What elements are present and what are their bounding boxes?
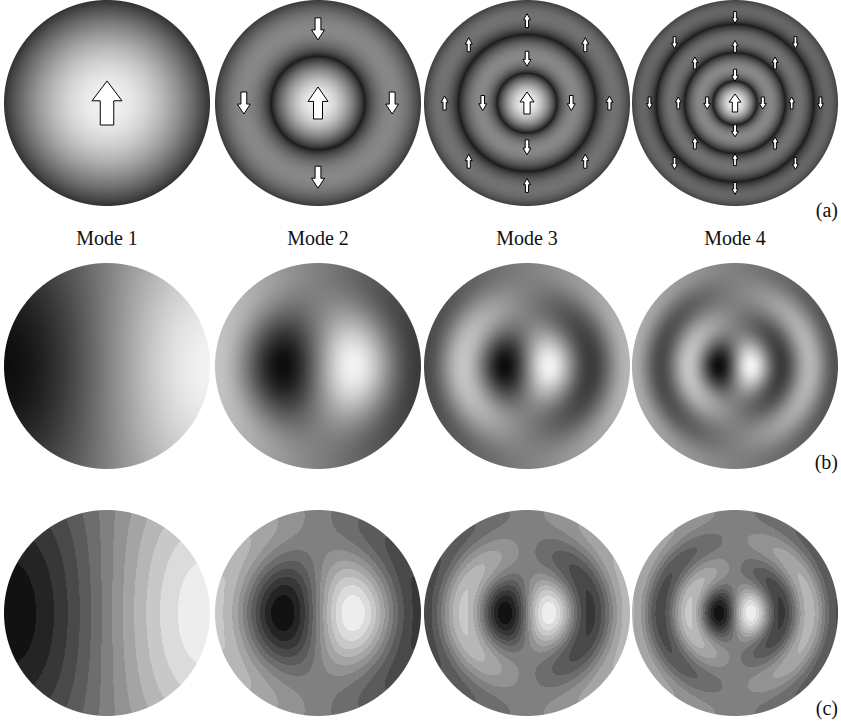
displacement-arrow	[237, 92, 250, 114]
displacement-arrow	[672, 37, 678, 49]
displacement-arrow	[732, 69, 739, 81]
displacement-arrow	[465, 38, 472, 52]
mode-disc	[215, 263, 421, 469]
displacement-arrow	[312, 18, 325, 40]
panel-label: (b)	[815, 451, 838, 473]
displacement-arrow	[465, 154, 472, 168]
displacement-arrow	[692, 57, 698, 69]
mode-disc	[632, 0, 838, 206]
displacement-arrow	[692, 137, 698, 149]
displacement-arrow	[792, 37, 798, 49]
mode-disc	[632, 510, 838, 716]
displacement-arrow	[523, 140, 531, 155]
mode-disc	[424, 0, 630, 206]
displacement-arrow	[606, 96, 613, 110]
displacement-arrow	[732, 182, 738, 194]
displacement-arrow	[524, 178, 531, 192]
displacement-arrow	[524, 14, 531, 28]
displacement-arrow	[92, 81, 122, 125]
mode-label: Mode 1	[76, 227, 138, 249]
displacement-arrow	[647, 97, 653, 109]
displacement-arrow	[789, 97, 795, 109]
displacement-arrow	[729, 94, 741, 112]
displacement-arrow	[582, 38, 589, 52]
displacement-arrow	[567, 96, 575, 111]
displacement-arrow	[441, 96, 448, 110]
mode-disc	[215, 0, 421, 206]
displacement-arrow	[312, 166, 325, 188]
displacement-arrow	[732, 12, 738, 24]
mode-label: Mode 4	[704, 227, 766, 249]
displacement-arrow	[732, 40, 738, 52]
displacement-arrow	[308, 87, 328, 119]
panel-label: (a)	[816, 199, 838, 221]
panel-label: (c)	[816, 697, 838, 719]
mode-label: Mode 2	[287, 227, 349, 249]
mode-disc	[632, 263, 838, 469]
displacement-arrow	[772, 57, 778, 69]
displacement-arrow	[792, 157, 798, 169]
displacement-arrow	[523, 51, 531, 66]
displacement-arrow	[772, 137, 778, 149]
displacement-arrow	[675, 97, 681, 109]
mode-disc	[424, 263, 630, 469]
mode-disc	[215, 510, 421, 716]
displacement-arrow	[672, 157, 678, 169]
mode-label: Mode 3	[496, 227, 558, 249]
mode-disc	[4, 263, 210, 469]
mode-disc	[424, 510, 630, 716]
mode-disc	[4, 0, 210, 206]
displacement-arrow	[759, 97, 766, 109]
displacement-arrow	[817, 97, 823, 109]
displacement-arrow	[520, 92, 534, 114]
displacement-arrow	[732, 154, 738, 166]
displacement-arrow	[704, 97, 711, 109]
displacement-arrow	[732, 125, 739, 137]
displacement-arrow	[582, 154, 589, 168]
mode-disc	[4, 510, 210, 716]
displacement-arrow	[386, 92, 399, 114]
displacement-arrow	[479, 96, 487, 111]
